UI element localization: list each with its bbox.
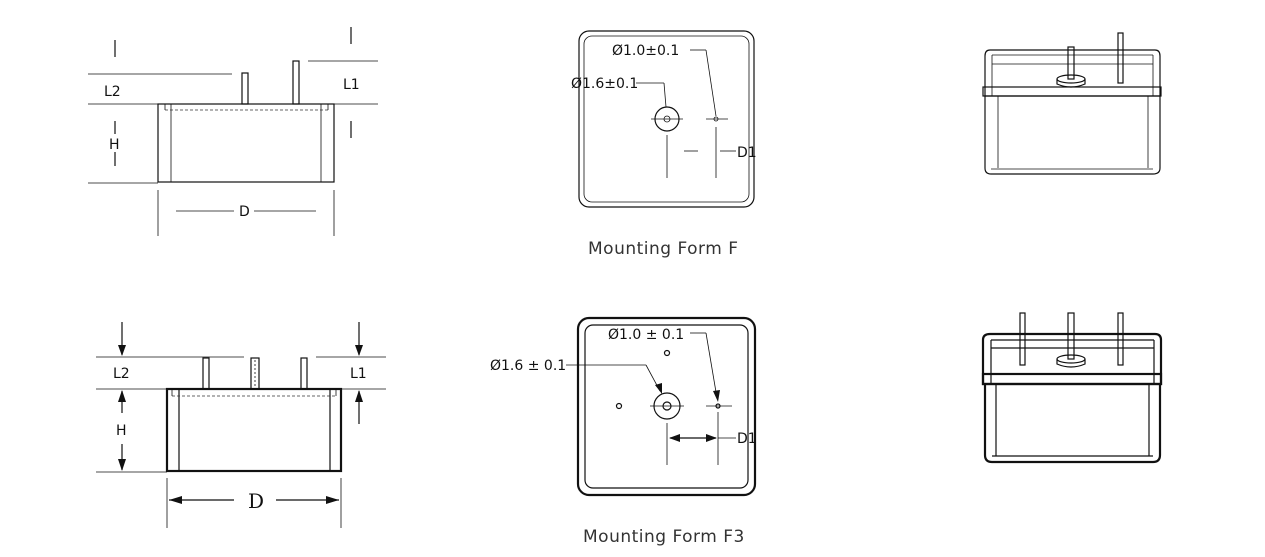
form-f3-l1-label: L1 — [350, 366, 367, 382]
form-f-side-view: L2 L1 H D — [88, 27, 378, 236]
form-f3-caption: Mounting Form F3 — [583, 527, 745, 547]
form-f3-hole-large-label: Ø1.6 ± 0.1 — [490, 358, 566, 374]
form-f-top-view: Ø1.0±0.1 Ø1.6±0.1 D1 — [571, 30, 757, 208]
form-f3-d-label: D — [248, 489, 264, 513]
form-f-l2-label: L2 — [104, 84, 121, 100]
form-f-h-label: H — [109, 137, 120, 153]
form-f-d-label: D — [239, 204, 250, 220]
form-f-caption: Mounting Form F — [588, 239, 738, 259]
form-f3-hole-small-label: Ø1.0 ± 0.1 — [608, 327, 684, 343]
form-f-hole-large-label: Ø1.6±0.1 — [571, 76, 638, 92]
form-f3-d1-label: D1 — [737, 431, 757, 447]
form-f-d1-label: D1 — [737, 145, 757, 161]
form-f3-top-view: Ø1.0 ± 0.1 Ø1.6 ± 0.1 D1 — [490, 316, 757, 497]
form-f3-h-label: H — [116, 423, 127, 439]
form-f-l1-label: L1 — [343, 77, 360, 93]
form-f3-l2-label: L2 — [113, 366, 130, 382]
form-f-hole-small-label: Ø1.0±0.1 — [612, 43, 679, 59]
form-f3-3d-view — [981, 312, 1163, 464]
form-f-3d-view — [982, 32, 1162, 175]
form-f3-side-view: L2 L1 H D — [96, 322, 386, 528]
